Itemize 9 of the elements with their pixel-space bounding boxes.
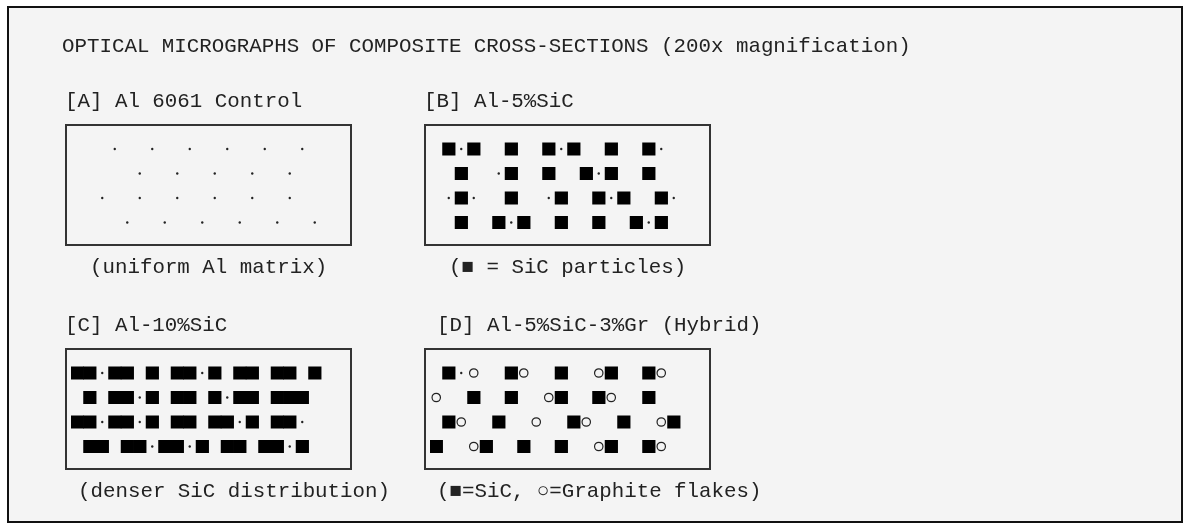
panel-heading: [B] Al-5%SiC bbox=[424, 90, 574, 114]
panel-heading: [C] Al-10%SiC bbox=[65, 314, 228, 338]
panel-heading: [D] Al-5%SiC-3%Gr (Hybrid) bbox=[437, 314, 762, 338]
panel-caption: (denser SiC distribution) bbox=[78, 480, 390, 504]
panel-caption: (■=SiC, ○=Graphite flakes) bbox=[437, 480, 762, 504]
panel-caption: (■ = SiC particles) bbox=[449, 256, 687, 280]
panel-heading: [A] Al 6061 Control bbox=[65, 90, 303, 114]
panel-caption: (uniform Al matrix) bbox=[90, 256, 328, 280]
title: OPTICAL MICROGRAPHS OF COMPOSITE CROSS-SECTIONS (200x magnification) bbox=[62, 35, 911, 59]
